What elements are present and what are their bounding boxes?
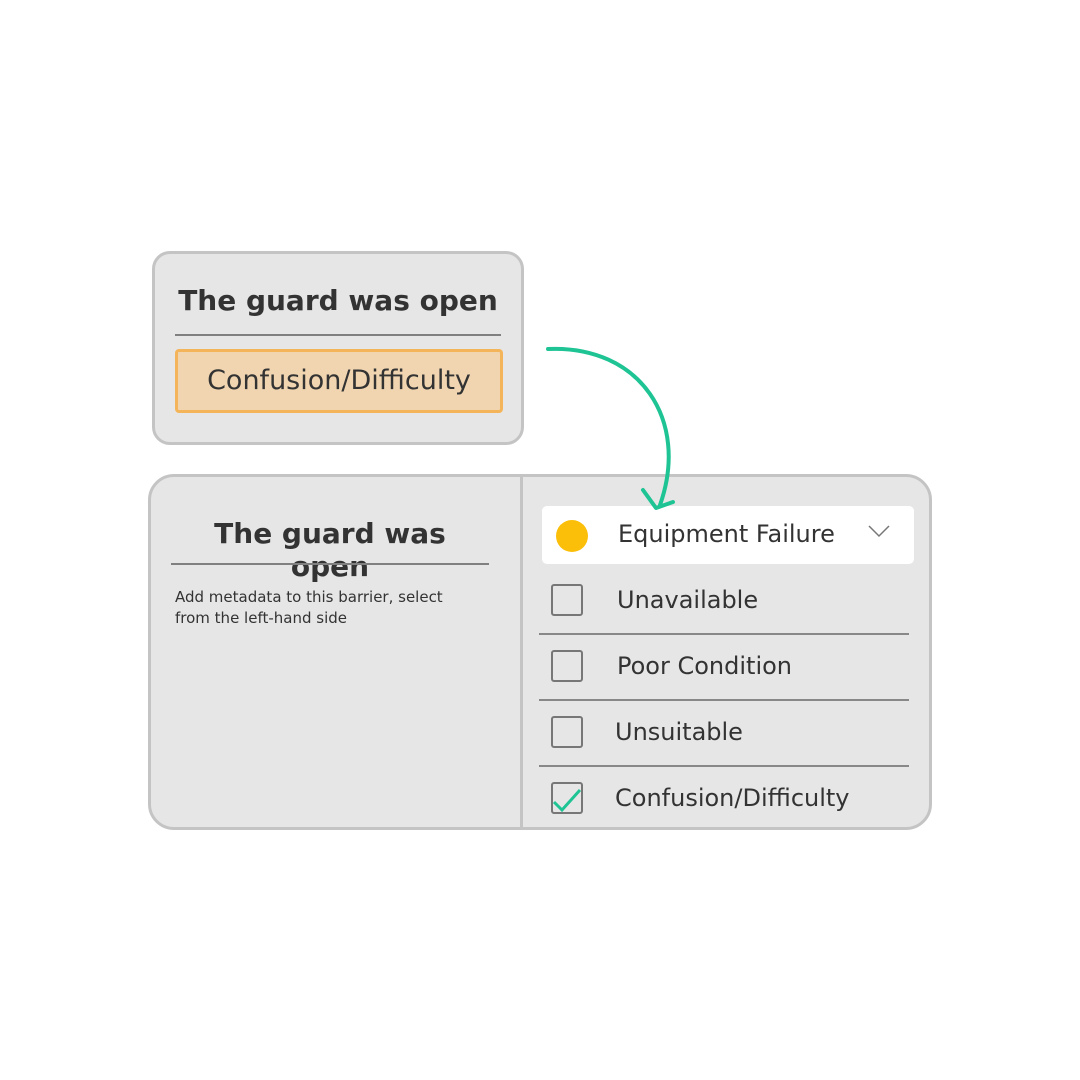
option-confusion-difficulty[interactable]: Confusion/Difficulty xyxy=(539,767,909,833)
chevron-down-icon xyxy=(868,525,890,538)
checkbox[interactable] xyxy=(551,716,583,748)
category-tag[interactable]: Confusion/Difficulty xyxy=(175,349,503,413)
checkbox[interactable] xyxy=(551,650,583,682)
barrier-title: The guard was open xyxy=(214,517,446,583)
metadata-panel: The guard was open Add metadata to this … xyxy=(148,474,932,830)
instructions-text: Add metadata to this barrier, select fro… xyxy=(175,588,443,627)
option-unsuitable[interactable]: Unsuitable xyxy=(539,701,909,767)
divider xyxy=(539,633,909,635)
divider xyxy=(171,563,489,565)
option-label: Unavailable xyxy=(617,586,759,614)
status-dot-icon xyxy=(556,520,588,552)
option-label: Confusion/Difficulty xyxy=(615,784,850,812)
option-unavailable[interactable]: Unavailable xyxy=(539,569,909,635)
dropdown-label: Equipment Failure xyxy=(618,520,835,548)
checkbox-checked[interactable] xyxy=(551,782,583,814)
divider xyxy=(539,765,909,767)
barrier-card: The guard was open Confusion/Difficulty xyxy=(152,251,524,445)
option-poor-condition[interactable]: Poor Condition xyxy=(539,635,909,701)
divider xyxy=(175,334,501,336)
checkbox[interactable] xyxy=(551,584,583,616)
barrier-title: The guard was open xyxy=(178,284,498,317)
option-label: Poor Condition xyxy=(617,652,793,680)
category-dropdown[interactable]: Equipment Failure xyxy=(542,506,914,564)
checkmark-icon xyxy=(552,788,582,813)
option-label: Unsuitable xyxy=(615,718,743,746)
panel-divider xyxy=(520,477,523,827)
divider xyxy=(539,699,909,701)
